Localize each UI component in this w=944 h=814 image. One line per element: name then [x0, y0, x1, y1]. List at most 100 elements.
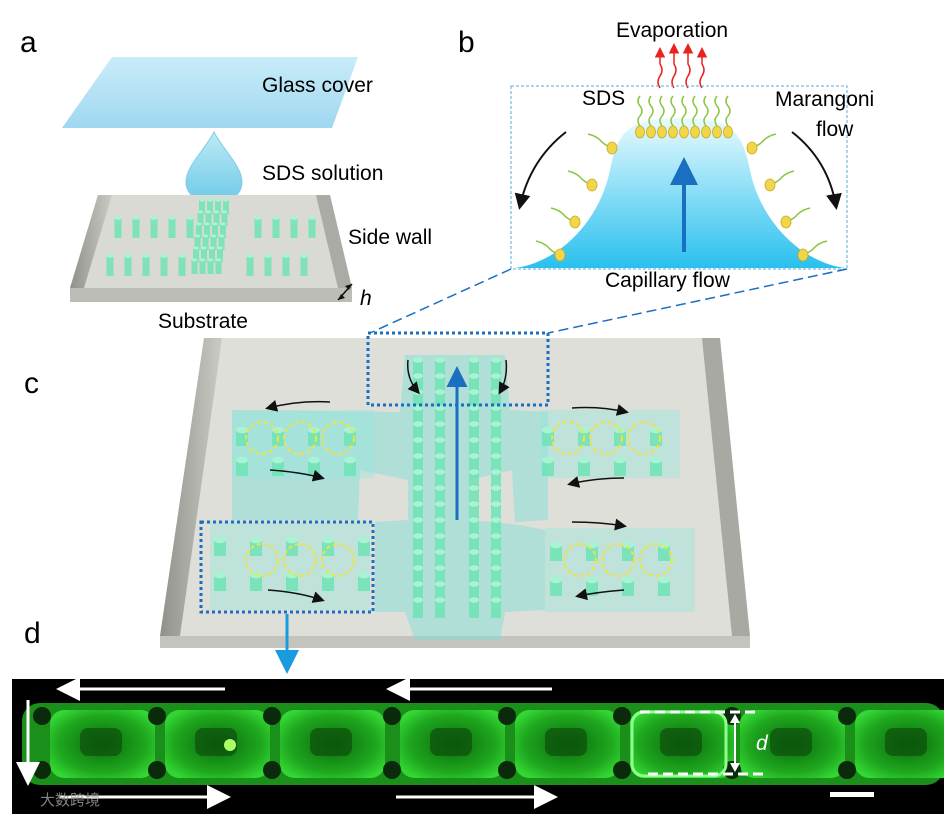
pillar-top	[186, 216, 194, 220]
pillar	[204, 224, 210, 238]
pillar-top	[650, 456, 662, 464]
pillar-top	[413, 533, 423, 539]
pillar	[413, 600, 423, 618]
pillar	[491, 392, 501, 410]
pillar	[199, 260, 206, 274]
pillar	[469, 552, 479, 570]
pillar-top	[469, 565, 479, 571]
pillar-dark	[33, 707, 51, 725]
pillar	[214, 575, 226, 591]
pillar	[491, 552, 501, 570]
cell-core	[310, 728, 352, 756]
sds-head	[554, 248, 566, 262]
pillar-top	[491, 373, 501, 379]
scale-bar	[830, 792, 874, 797]
pillar	[435, 488, 445, 506]
pillar-top	[215, 258, 222, 262]
pillar	[358, 540, 370, 556]
pillar-top	[435, 485, 445, 491]
pillar-top	[197, 210, 204, 214]
pillar	[413, 568, 423, 586]
vortex	[589, 421, 623, 455]
pillar-top	[658, 541, 670, 549]
pillar-top	[215, 198, 221, 202]
sds-head	[764, 178, 776, 192]
sds-tail	[670, 95, 676, 127]
vortex	[321, 421, 355, 455]
pillar	[212, 224, 218, 238]
pillar-top	[221, 210, 228, 214]
flow-arrows-d	[16, 677, 558, 809]
pillar-top	[322, 536, 334, 544]
pillar	[132, 218, 140, 238]
vortex	[601, 543, 635, 577]
pillar	[207, 260, 214, 274]
pillar	[614, 460, 626, 476]
pillar-top	[586, 541, 598, 549]
pillar	[282, 256, 290, 276]
sds-tail	[714, 95, 720, 127]
pillar-top	[435, 453, 445, 459]
panel-c-letter: c	[24, 367, 39, 400]
pillar-top	[286, 536, 298, 544]
pillar-top	[124, 254, 132, 258]
pillar-top	[550, 541, 562, 549]
pillar-top	[491, 533, 501, 539]
pillar	[658, 580, 670, 596]
sds-head	[723, 125, 733, 139]
pillar	[469, 488, 479, 506]
pillar-dark	[148, 707, 166, 725]
pillar-top	[272, 426, 284, 434]
sds-droplet	[185, 130, 243, 204]
pillar-top	[413, 549, 423, 555]
zoom-frame-b	[510, 85, 848, 270]
pillar	[193, 248, 199, 262]
pillar-top	[199, 198, 205, 202]
pillar	[622, 545, 634, 561]
pillar	[586, 580, 598, 596]
vortex	[245, 543, 279, 577]
pillar	[290, 218, 298, 238]
sds-head	[635, 125, 645, 139]
pillar-top	[469, 437, 479, 443]
pillar	[435, 520, 445, 538]
pillar-top	[435, 517, 445, 523]
pillar-top	[344, 426, 356, 434]
pillar-top	[413, 565, 423, 571]
pillar	[469, 568, 479, 586]
pillar	[542, 430, 554, 446]
pillar-top	[210, 234, 217, 238]
pillar-top	[469, 549, 479, 555]
pillar	[435, 504, 445, 522]
pillar-top	[150, 216, 158, 220]
glass-cover-plate	[62, 57, 358, 128]
sds-head	[797, 248, 809, 262]
sds-tail	[648, 95, 654, 127]
pillar	[220, 224, 226, 238]
pillar-top	[413, 357, 423, 363]
pillar	[435, 392, 445, 410]
pillar	[469, 440, 479, 458]
sds-solution-label: SDS solution	[262, 162, 383, 185]
pillar-top	[413, 469, 423, 475]
pillar	[196, 224, 202, 238]
pillar	[272, 460, 284, 476]
sds-head	[690, 125, 700, 139]
pillar-top	[491, 421, 501, 427]
pillar-top	[491, 517, 501, 523]
pillar-dark	[498, 707, 516, 725]
pillar	[578, 460, 590, 476]
pillar-top	[168, 216, 176, 220]
pillar	[413, 408, 423, 426]
pillar-top	[132, 216, 140, 220]
cell-core	[885, 728, 927, 756]
pillar-top	[550, 576, 562, 584]
vortex	[639, 543, 673, 577]
pillar	[491, 424, 501, 442]
pillar-top	[413, 453, 423, 459]
pillar-top	[199, 258, 206, 262]
pillar-top	[578, 426, 590, 434]
sds-molecules	[535, 95, 828, 262]
pillar-top	[469, 469, 479, 475]
pillar	[469, 408, 479, 426]
